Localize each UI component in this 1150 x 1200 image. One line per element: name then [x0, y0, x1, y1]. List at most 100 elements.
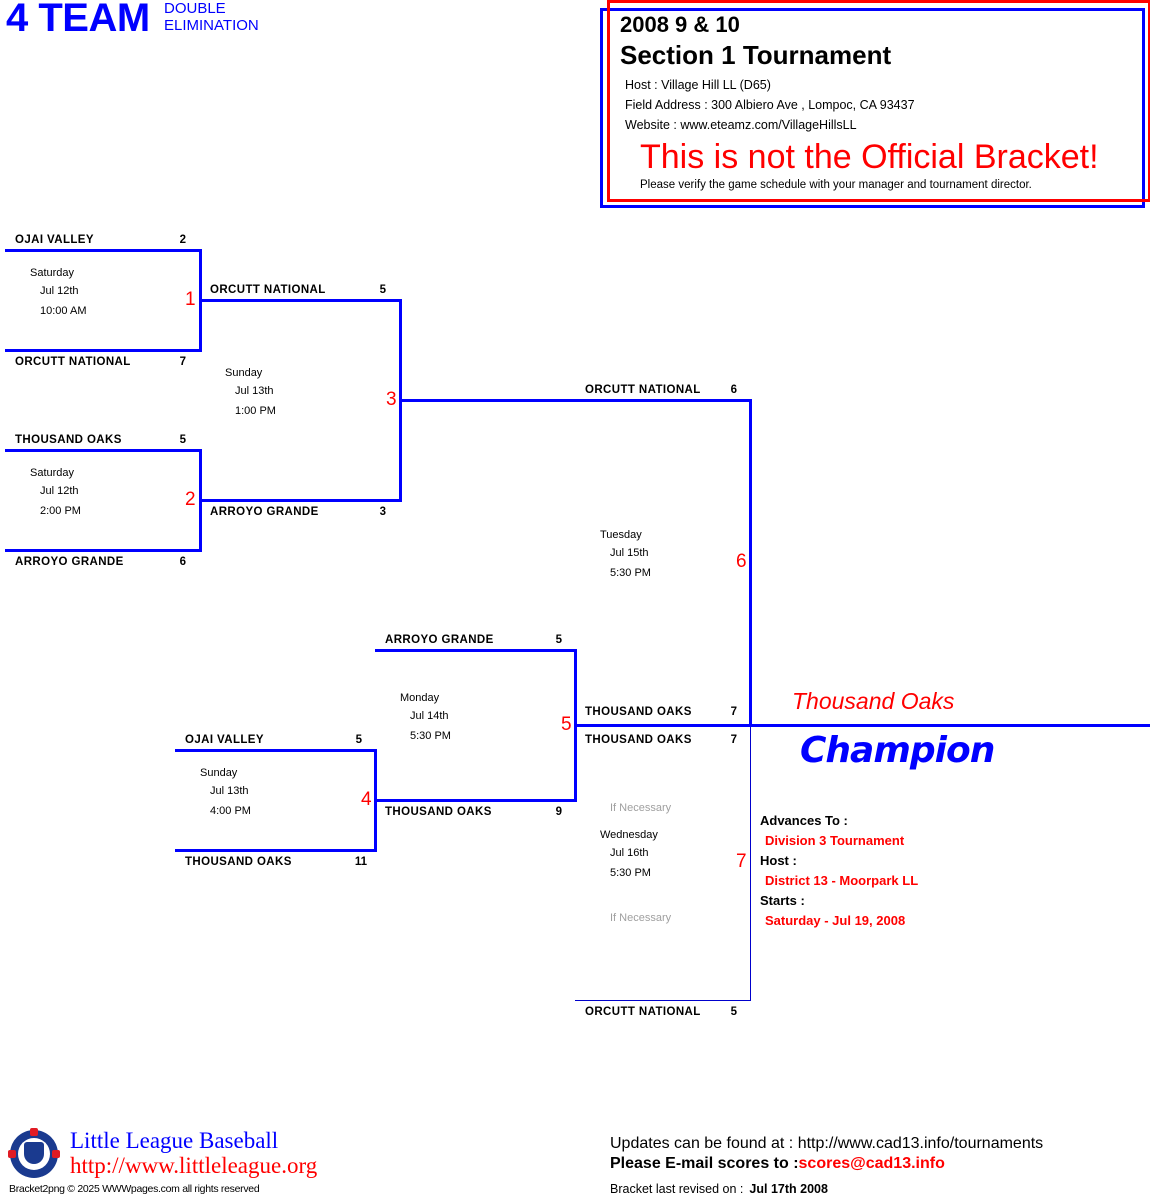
g3-bottom-score: 3: [379, 506, 386, 518]
g2-date: Jul 12th: [40, 485, 79, 497]
g5-day: Monday: [400, 692, 440, 704]
g3-top-line: [199, 299, 402, 302]
g6-top-line: [399, 399, 752, 402]
g3-top-team: ORCUTT NATIONAL: [210, 284, 326, 296]
g3-top-score: 5: [379, 284, 386, 296]
g5-top-score: 5: [555, 634, 562, 646]
g4-schedule: Sunday Jul 13th 4:00 PM: [200, 764, 251, 820]
copyright: Bracket2png © 2025 WWWpages.com all righ…: [9, 1183, 260, 1195]
g6-number: 6: [736, 551, 747, 572]
g3-day: Sunday: [225, 367, 263, 379]
g2-number: 2: [185, 489, 196, 510]
g6-date: Jul 15th: [610, 547, 649, 559]
verify-notice: Please verify the game schedule with you…: [640, 179, 1032, 191]
g1-day: Saturday: [30, 267, 75, 279]
g3-schedule: Sunday Jul 13th 1:00 PM: [225, 364, 276, 420]
g2-top-score: 5: [179, 434, 186, 446]
info-box-border: [600, 8, 1145, 208]
g3-date: Jul 13th: [235, 385, 274, 397]
g6-connector: [749, 399, 752, 727]
g4-top-line: [175, 749, 377, 752]
logo-dot: [30, 1128, 38, 1136]
g1-top-team: OJAI VALLEY: [15, 234, 94, 246]
g6-bottom-score: 7: [730, 706, 737, 718]
g3-bottom-team: ARROYO GRANDE: [210, 506, 319, 518]
g5-top-line: [375, 649, 577, 652]
g2-bottom-team: ARROYO GRANDE: [15, 556, 124, 568]
g7-top-score: 7: [730, 734, 737, 746]
g6-top-score: 6: [730, 384, 737, 396]
email-link[interactable]: scores@cad13.info: [798, 1155, 945, 1172]
champion-team: Thousand Oaks: [792, 688, 955, 714]
g4-top-score: 5: [355, 734, 362, 746]
g2-schedule: Saturday Jul 12th 2:00 PM: [30, 464, 81, 520]
g7-bottom-line: [575, 1000, 751, 1001]
bracket-size-title: 4 TEAM: [6, 0, 150, 40]
g4-number: 4: [361, 789, 372, 810]
g5-top-team: ARROYO GRANDE: [385, 634, 494, 646]
g4-bottom-score: 11: [354, 856, 367, 868]
revised-label: Bracket last revised on :: [610, 1182, 744, 1196]
bracket-type-title: DOUBLE ELIMINATION: [164, 0, 259, 34]
advances-to-label: Advances To :: [760, 813, 848, 828]
g5-time: 5:30 PM: [410, 730, 451, 742]
g6-bottom-line: [574, 724, 1150, 727]
bracket-type-line1: DOUBLE: [164, 0, 226, 17]
g2-bottom-score: 6: [179, 556, 186, 568]
g2-day: Saturday: [30, 467, 75, 479]
email-label: Please E-mail scores to :: [610, 1155, 799, 1172]
g7-top-team: THOUSAND OAKS: [585, 734, 692, 746]
champion-label: Champion: [800, 730, 995, 771]
updates-link[interactable]: Updates can be found at : http://www.cad…: [610, 1135, 1044, 1152]
advances-to-value: Division 3 Tournament: [765, 833, 905, 848]
tournament-name: Section 1 Tournament: [620, 40, 892, 70]
g2-top-line: [5, 449, 202, 452]
revised-line: Bracket last revised on :Jul 17th 2008: [610, 1182, 828, 1196]
g7-if-necessary-top: If Necessary: [610, 802, 672, 814]
next-host-value: District 13 - Moorpark LL: [765, 873, 919, 888]
g1-top-score: 2: [179, 234, 186, 246]
g1-number: 1: [185, 289, 196, 310]
field-address: Field Address : 300 Albiero Ave , Lompoc…: [625, 98, 915, 112]
g3-bottom-line: [199, 499, 402, 502]
g1-top-line: [5, 249, 202, 252]
logo-dot: [8, 1150, 16, 1158]
g7-connector: [750, 727, 751, 1001]
g5-date: Jul 14th: [410, 710, 449, 722]
email-line: Please E-mail scores to :scores@cad13.in…: [610, 1155, 945, 1173]
g1-schedule: Saturday Jul 12th 10:00 AM: [30, 264, 86, 320]
g6-top-team: ORCUTT NATIONAL: [585, 384, 701, 396]
g4-top-team: OJAI VALLEY: [185, 734, 264, 746]
unofficial-warning: This is not the Official Bracket!: [640, 138, 1099, 176]
website-link[interactable]: Website : www.eteamz.com/VillageHillsLL: [625, 118, 857, 132]
g1-time: 10:00 AM: [40, 305, 87, 317]
tournament-year: 2008 9 & 10: [620, 12, 740, 37]
logo-dot: [52, 1150, 60, 1158]
g5-bottom-team: THOUSAND OAKS: [385, 806, 492, 818]
starts-label: Starts :: [760, 893, 805, 908]
g5-schedule: Monday Jul 14th 5:30 PM: [400, 689, 451, 745]
org-url-link[interactable]: http://www.littleleague.org: [70, 1153, 318, 1178]
g2-time: 2:00 PM: [40, 505, 81, 517]
g4-date: Jul 13th: [210, 785, 249, 797]
host-info: Host : Village Hill LL (D65): [625, 78, 771, 92]
g6-schedule: Tuesday Jul 15th 5:30 PM: [600, 526, 651, 582]
g3-number: 3: [386, 389, 397, 410]
info-box-warning-border: [607, 0, 1150, 202]
g4-bottom-line: [175, 849, 377, 852]
g5-bottom-line: [374, 799, 577, 802]
g1-bottom-team: ORCUTT NATIONAL: [15, 356, 131, 368]
g2-top-team: THOUSAND OAKS: [15, 434, 122, 446]
g7-time: 5:30 PM: [610, 867, 651, 879]
g4-time: 4:00 PM: [210, 805, 251, 817]
g7-date: Jul 16th: [610, 847, 649, 859]
little-league-logo-icon: [8, 1128, 60, 1178]
g6-bottom-team: THOUSAND OAKS: [585, 706, 692, 718]
next-host-label: Host :: [760, 853, 797, 868]
bracket-type-line2: ELIMINATION: [164, 17, 259, 34]
g2-bottom-line: [5, 549, 202, 552]
g7-if-necessary-bottom: If Necessary: [610, 912, 672, 924]
org-name: Little League Baseball: [70, 1128, 279, 1153]
g6-day: Tuesday: [600, 529, 642, 541]
g4-day: Sunday: [200, 767, 238, 779]
